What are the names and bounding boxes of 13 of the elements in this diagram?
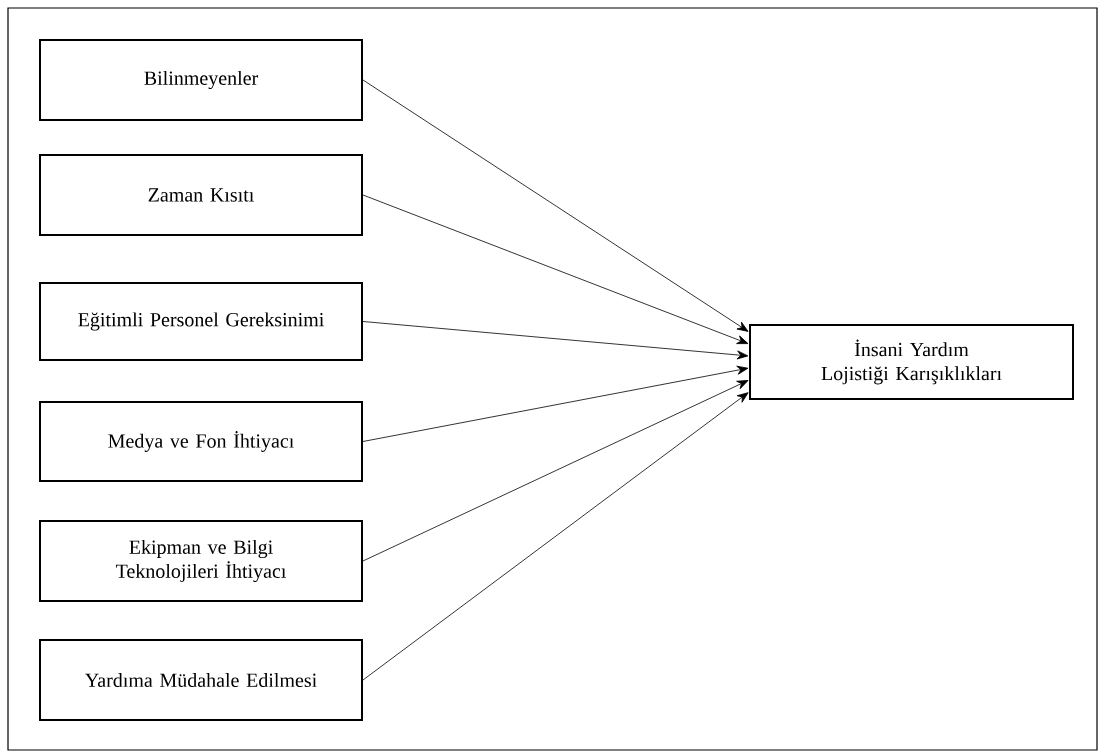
factor-box: Yardıma Müdahale Edilmesi xyxy=(39,639,363,721)
arrow xyxy=(362,392,749,681)
factor-box: Eğitimli Personel Gereksinimi xyxy=(39,282,363,361)
arrow xyxy=(362,194,749,344)
factor-box: Bilinmeyenler xyxy=(39,39,363,121)
factor-box: Medya ve Fon İhtiyacı xyxy=(39,401,363,482)
arrow xyxy=(362,380,749,562)
arrow xyxy=(362,365,749,442)
factor-box: Ekipman ve Bilgi Teknolojileri İhtiyacı xyxy=(39,520,363,602)
arrow xyxy=(362,321,749,360)
arrow xyxy=(362,79,749,332)
factor-box: Zaman Kısıtı xyxy=(39,154,363,236)
factor-box: İnsani Yardım Lojistiği Karışıklıkları xyxy=(749,324,1074,400)
